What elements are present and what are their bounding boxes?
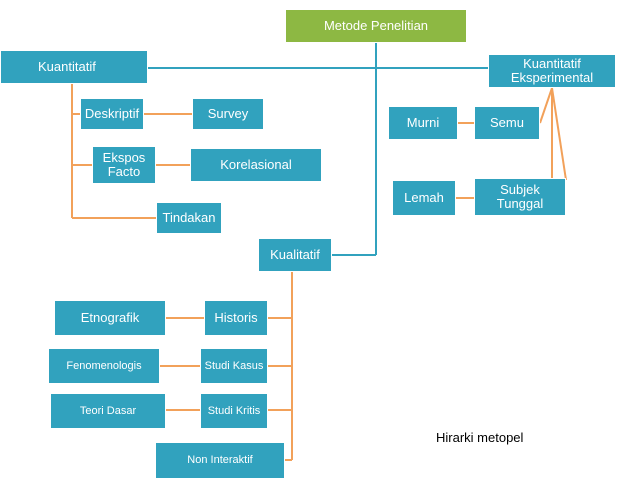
node-studi-kritis[interactable]: Studi Kritis xyxy=(200,393,268,429)
node-fenomenologis[interactable]: Fenomenologis xyxy=(48,348,160,384)
node-etnografik[interactable]: Etnografik xyxy=(54,300,166,336)
node-lemah[interactable]: Lemah xyxy=(392,180,456,216)
node-non-interaktif[interactable]: Non Interaktif xyxy=(155,442,285,479)
node-kuantitatif-eksperimental[interactable]: Kuantitatif Eksperimental xyxy=(488,54,616,88)
diagram-caption: Hirarki metopel xyxy=(436,430,524,445)
node-korelasional[interactable]: Korelasional xyxy=(190,148,322,182)
node-historis[interactable]: Historis xyxy=(204,300,268,336)
node-metode-penelitian[interactable]: Metode Penelitian xyxy=(285,9,467,43)
node-deskriptif[interactable]: Deskriptif xyxy=(80,98,144,130)
node-subjek-tunggal[interactable]: Subjek Tunggal xyxy=(474,178,566,216)
node-kuantitatif[interactable]: Kuantitatif xyxy=(0,50,148,84)
node-kualitatif[interactable]: Kualitatif xyxy=(258,238,332,272)
node-survey[interactable]: Survey xyxy=(192,98,264,130)
node-ekspos-facto[interactable]: Ekspos Facto xyxy=(92,146,156,184)
node-tindakan[interactable]: Tindakan xyxy=(156,202,222,234)
node-studi-kasus[interactable]: Studi Kasus xyxy=(200,348,268,384)
node-teori-dasar[interactable]: Teori Dasar xyxy=(50,393,166,429)
node-murni[interactable]: Murni xyxy=(388,106,458,140)
node-semu[interactable]: Semu xyxy=(474,106,540,140)
